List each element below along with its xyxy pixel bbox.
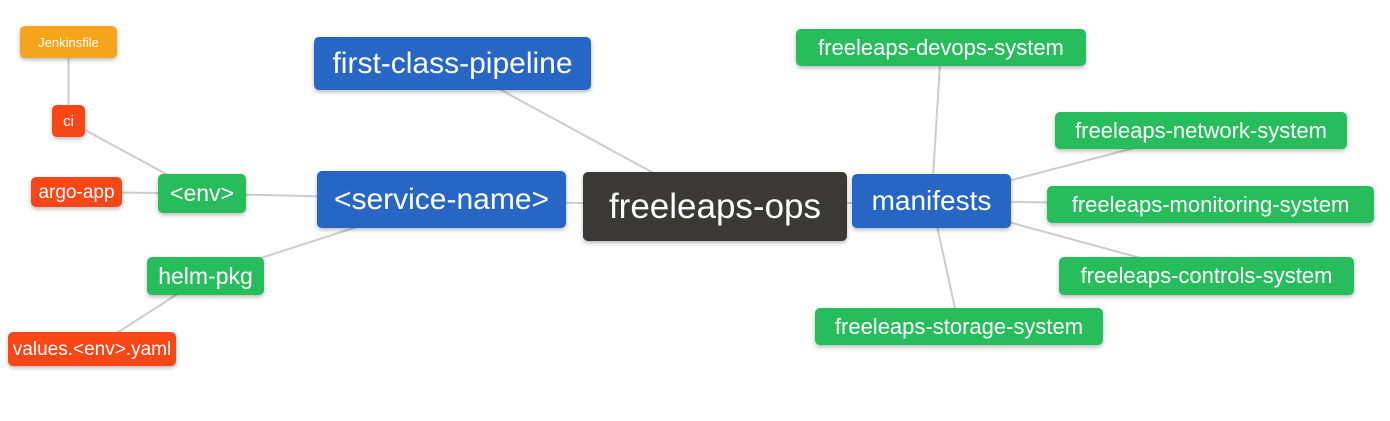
- node-jenkinsfile[interactable]: Jenkinsfile: [20, 26, 117, 58]
- node-first-class-pipeline[interactable]: first-class-pipeline: [314, 37, 591, 90]
- node-freeleaps-ops[interactable]: freeleaps-ops: [583, 172, 847, 241]
- node-env[interactable]: <env>: [158, 174, 246, 213]
- node-freeleaps-network-system[interactable]: freeleaps-network-system: [1055, 112, 1347, 149]
- node-manifests[interactable]: manifests: [852, 174, 1011, 228]
- node-argo-app[interactable]: argo-app: [31, 177, 122, 207]
- node-ci[interactable]: ci: [52, 105, 85, 137]
- node-freeleaps-controls-system[interactable]: freeleaps-controls-system: [1059, 257, 1354, 295]
- node-values-env-yaml[interactable]: values.<env>.yaml: [8, 332, 176, 366]
- node-freeleaps-storage-system[interactable]: freeleaps-storage-system: [815, 308, 1103, 345]
- node-helm-pkg[interactable]: helm-pkg: [147, 257, 264, 295]
- node-freeleaps-monitoring-system[interactable]: freeleaps-monitoring-system: [1047, 186, 1374, 223]
- node-freeleaps-devops-system[interactable]: freeleaps-devops-system: [796, 29, 1086, 66]
- node-service-name[interactable]: <service-name>: [317, 171, 566, 228]
